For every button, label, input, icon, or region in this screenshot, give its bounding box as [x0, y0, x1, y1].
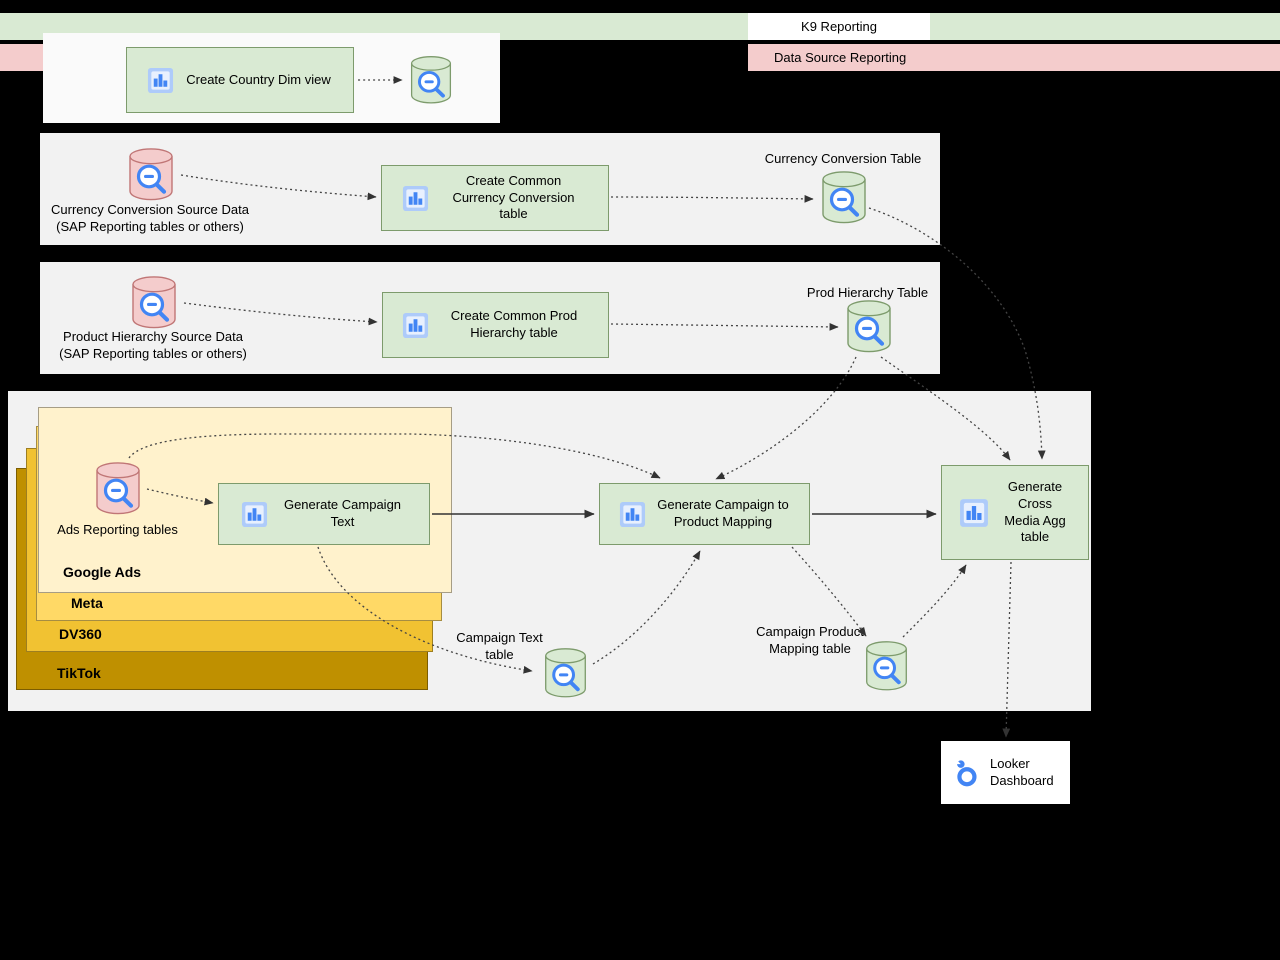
create-country-dim-job: Create Country Dim view — [126, 47, 354, 113]
campaign-product-mapping-table-icon — [862, 639, 911, 693]
currency-conversion-table-icon — [818, 169, 870, 226]
campaign-product-mapping-table-label: Campaign Product Mapping table — [756, 624, 864, 656]
card-dv360-label: DV360 — [59, 626, 102, 642]
card-meta-label: Meta — [71, 595, 103, 611]
ads-reporting-tables-label: Ads Reporting tables — [57, 522, 178, 537]
create-prod-hierarchy-label: Create Common Prod Hierarchy table — [450, 308, 578, 340]
k9-reporting-legend: K9 Reporting — [748, 13, 930, 40]
generate-campaign-text-label: Generate Campaign Text — [283, 497, 402, 529]
data-source-band-stub — [0, 44, 43, 71]
campaign-text-table-icon — [541, 646, 590, 700]
looker-dashboard-label: Looker Dashboard — [990, 755, 1054, 788]
ads-reporting-tables-icon — [92, 460, 144, 517]
currency-source-label-line2: (SAP Reporting tables or others) — [56, 218, 244, 234]
bigquery-job-icon — [619, 501, 646, 528]
product-hierarchy-source-label-line2: (SAP Reporting tables or others) — [59, 345, 247, 361]
generate-cross-media-agg-job: Generate Cross Media Agg table — [941, 465, 1089, 560]
create-prod-hierarchy-job: Create Common Prod Hierarchy table — [382, 292, 609, 358]
prod-hierarchy-table-icon — [843, 298, 895, 355]
currency-conversion-table-label: Currency Conversion Table — [764, 151, 922, 166]
generate-cross-media-agg-label: Generate Cross Media Agg table — [1004, 478, 1066, 545]
currency-source-label: Currency Conversion Source Data (SAP Rep… — [25, 202, 275, 236]
campaign-text-table-label: Campaign Text table — [456, 630, 543, 662]
looker-icon — [951, 758, 981, 788]
country-dim-table-icon — [407, 54, 455, 106]
looker-dashboard-node: Looker Dashboard — [941, 741, 1070, 804]
create-currency-conversion-job: Create Common Currency Conversion table — [381, 165, 609, 231]
bigquery-job-icon — [241, 501, 268, 528]
create-country-dim-label: Create Country Dim view — [186, 71, 331, 87]
bigquery-job-icon — [959, 498, 989, 528]
k9-reporting-label: K9 Reporting — [801, 19, 877, 34]
product-hierarchy-source-label: Product Hierarchy Source Data (SAP Repor… — [28, 329, 278, 363]
currency-source-table-icon — [125, 146, 177, 203]
data-source-band: Data Source Reporting — [748, 44, 1280, 71]
generate-campaign-text-job: Generate Campaign Text — [218, 483, 430, 545]
bigquery-job-icon — [402, 185, 429, 212]
create-currency-conversion-label: Create Common Currency Conversion table — [452, 172, 575, 222]
bigquery-job-icon — [402, 312, 429, 339]
generate-campaign-product-mapping-job: Generate Campaign to Product Mapping — [599, 483, 810, 545]
generate-campaign-product-mapping-label: Generate Campaign to Product Mapping — [657, 497, 789, 529]
product-hierarchy-source-label-line1: Product Hierarchy Source Data — [63, 329, 243, 344]
data-source-reporting-label: Data Source Reporting — [774, 50, 907, 65]
bigquery-job-icon — [147, 67, 174, 94]
product-hierarchy-source-table-icon — [128, 274, 180, 331]
card-tiktok-label: TikTok — [57, 665, 101, 681]
card-google-ads-label: Google Ads — [63, 564, 142, 580]
currency-source-label-line1: Currency Conversion Source Data — [51, 202, 249, 217]
